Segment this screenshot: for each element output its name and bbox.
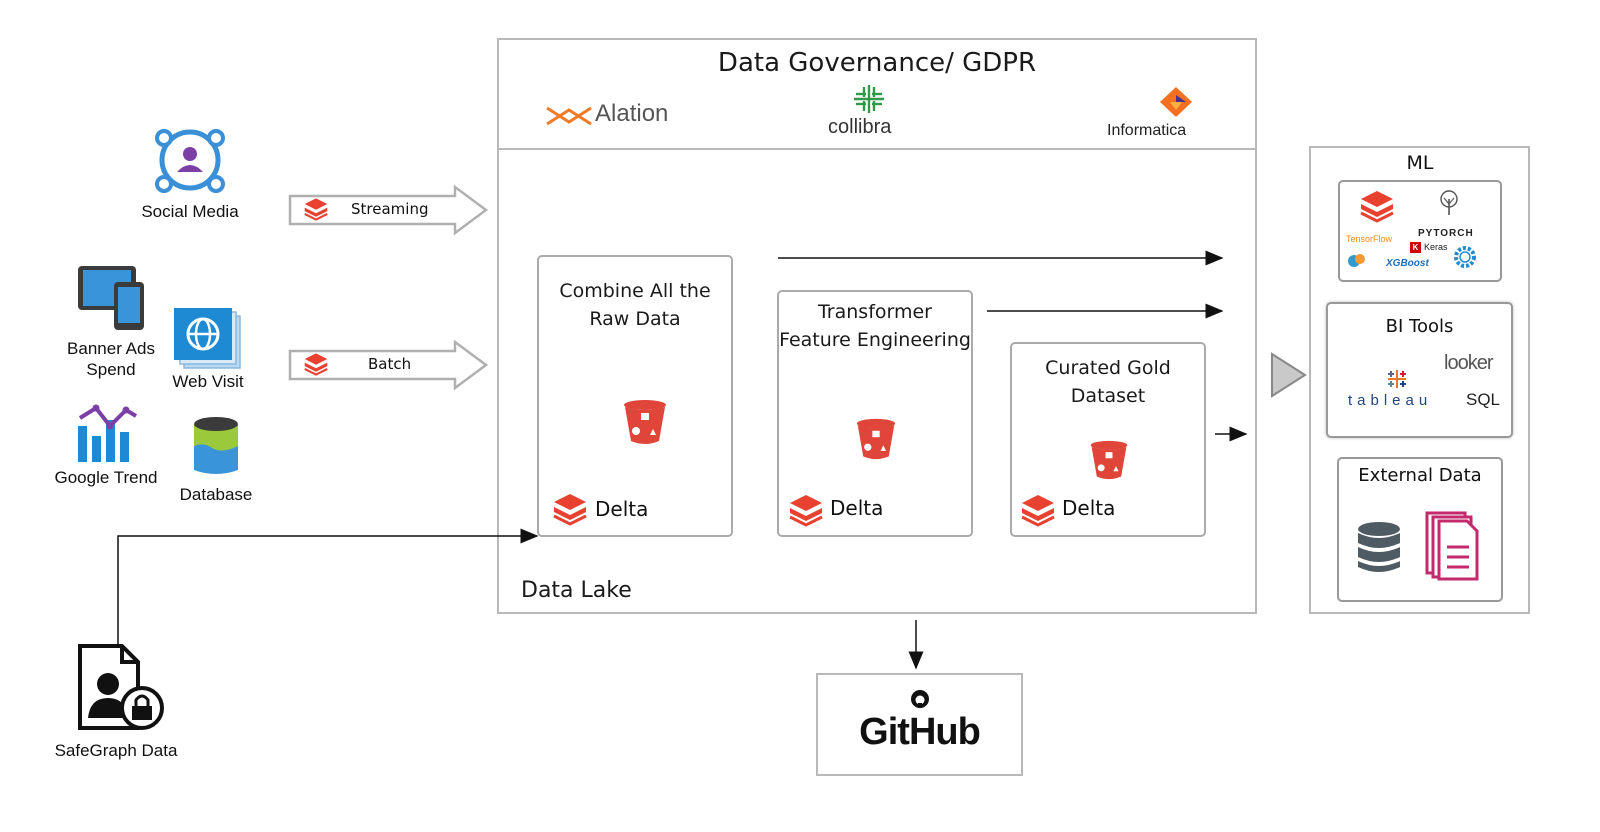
looker-label: looker [1444, 352, 1493, 374]
google-trend-label: Google Trend [54, 468, 158, 487]
xgboost-label: XGBoost [1386, 258, 1429, 269]
alation-icon [546, 106, 592, 126]
alation-label: Alation [595, 100, 669, 127]
safegraph-connector [117, 528, 539, 645]
informatica-label: Informatica [1107, 122, 1187, 139]
github-label: GitHub [859, 711, 981, 753]
github-octocat-icon [911, 690, 929, 708]
stage-curated-gold-title: Curated Gold Dataset [1045, 357, 1171, 407]
banner-ads-label: Banner Ads Spend [67, 339, 155, 379]
bi-tools-title: BI Tools [1385, 316, 1454, 337]
bucket-icon [1090, 440, 1128, 480]
devices-icon [78, 266, 144, 330]
bucket-icon [856, 418, 896, 460]
alation-logo: Alation [545, 98, 685, 134]
tableau-label: tableau [1348, 392, 1433, 409]
stage-raw-data: Combine All the Raw Data Delta [537, 255, 733, 537]
databricks-icon [553, 494, 587, 526]
safegraph-label: SafeGraph Data [54, 741, 178, 760]
delta-label: Delta [830, 496, 884, 520]
governance-panel: Data Governance/ GDPR Alation collibra I… [497, 38, 1257, 150]
streaming-label: Streaming [351, 200, 429, 218]
governance-title: Data Governance/ GDPR [717, 48, 1037, 78]
ml-panel: TensorFlow PYTORCH K Keras XGBoost [1338, 180, 1502, 282]
database-label: Database [179, 485, 253, 504]
web-visit-label: Web Visit [172, 372, 244, 391]
github-panel: GitHub [816, 673, 1023, 776]
databricks-icon [304, 353, 328, 376]
batch-label: Batch [368, 355, 412, 373]
stage-feature-engineering-title: Transformer Feature Engineering [779, 301, 971, 351]
informatica-icon [1160, 87, 1192, 117]
database-icon [194, 417, 238, 474]
stage-feature-engineering: Transformer Feature Engineering Delta [777, 290, 973, 537]
collibra-label: collibra [828, 116, 892, 138]
ml-title: ML [1406, 152, 1434, 174]
web-visit-icon [174, 308, 241, 369]
scikit-icon [1348, 254, 1365, 267]
delta-label: Delta [595, 497, 649, 521]
data-lake-label: Data Lake [521, 578, 632, 603]
informatica-logo: Informatica [1105, 86, 1215, 142]
output-triangle [1271, 352, 1307, 398]
sql-label: SQL [1466, 390, 1501, 409]
tableau-icon [1388, 370, 1406, 388]
delta-label: Delta [1062, 496, 1116, 520]
social-media-icon [155, 129, 225, 193]
bi-tools-panel: BI Tools looker tableau SQL [1326, 302, 1513, 438]
database-stack-icon [1358, 522, 1400, 572]
stage-curated-gold: Curated Gold Dataset Delta [1010, 342, 1206, 537]
pytorch-label: PYTORCH [1418, 228, 1474, 239]
collibra-icon [854, 85, 884, 113]
documents-icon [1425, 511, 1479, 581]
tree-icon [1440, 190, 1458, 215]
keras-label: K [1410, 242, 1421, 253]
batch-arrow [288, 339, 489, 391]
keras-text: Keras [1424, 242, 1448, 252]
bucket-icon [624, 400, 666, 444]
trend-chart-icon [78, 404, 138, 462]
collibra-logo: collibra [824, 84, 914, 140]
external-data-panel: External Data [1337, 457, 1503, 602]
gear-icon [1454, 246, 1476, 268]
databricks-icon [789, 495, 823, 527]
tensorflow-label: TensorFlow [1346, 234, 1393, 244]
stage-raw-data-title: Combine All the Raw Data [559, 280, 711, 330]
secure-document-icon [78, 644, 164, 730]
external-data-title: External Data [1358, 465, 1482, 486]
databricks-icon [1360, 191, 1394, 223]
databricks-icon [1021, 495, 1055, 527]
social-media-label: Social Media [141, 202, 239, 221]
streaming-arrow [288, 184, 489, 236]
databricks-icon [304, 198, 328, 221]
